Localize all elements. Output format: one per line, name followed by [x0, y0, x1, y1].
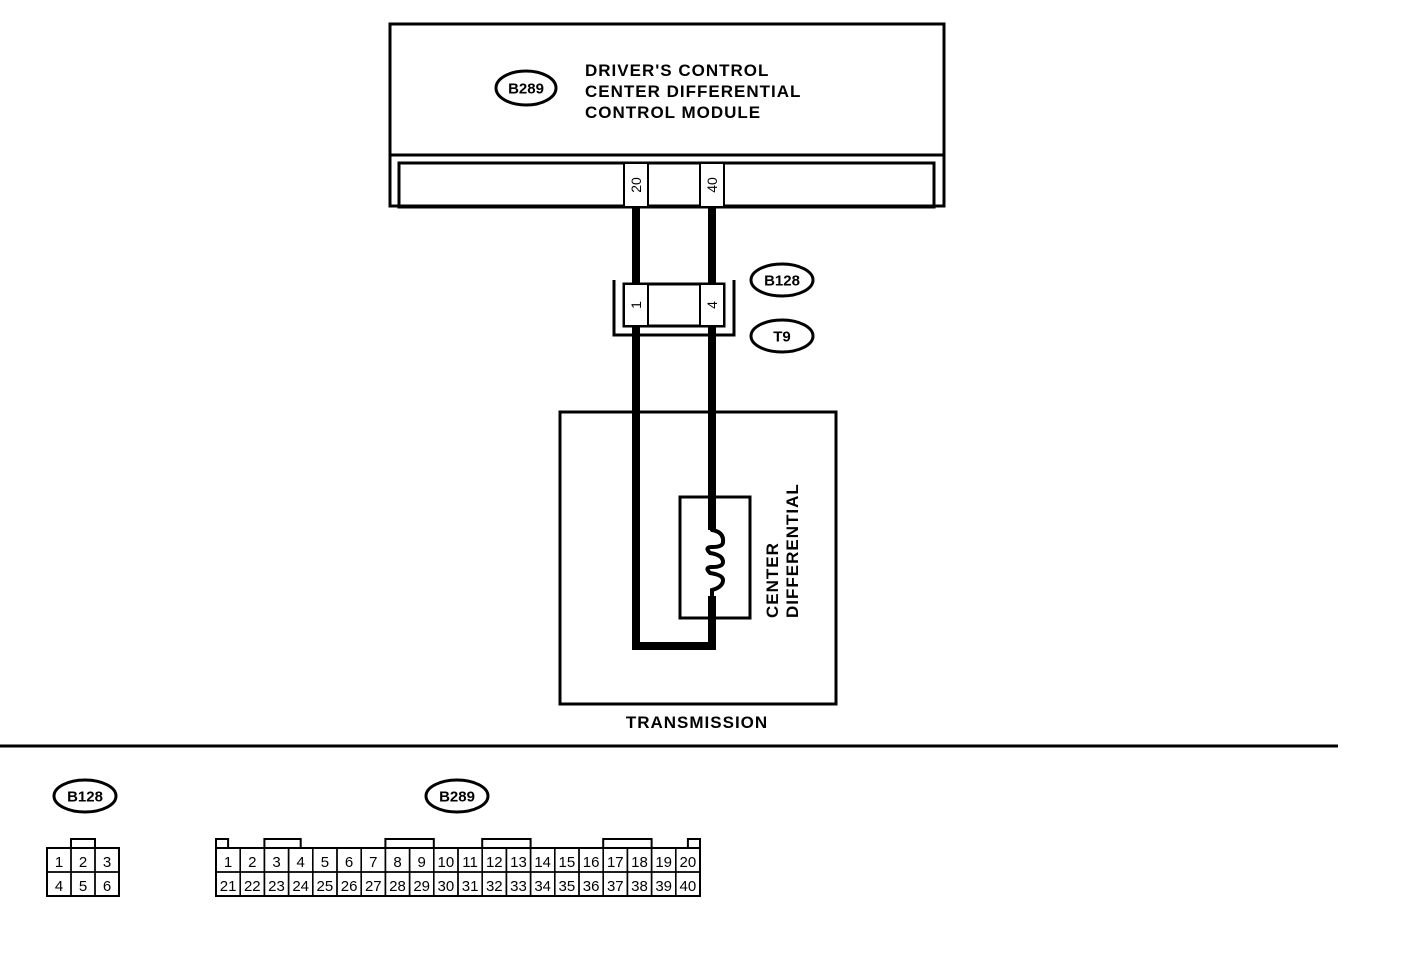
transmission-box: [558, 410, 838, 706]
legend-b289-pin-number: 32: [486, 878, 503, 895]
legend-b128-badge: B128: [52, 778, 118, 814]
component-label-line-1: CENTER: [763, 542, 782, 618]
wires: [632, 207, 716, 650]
component-label-line-2: DIFFERENTIAL: [783, 483, 802, 618]
module-pin-20-label: 20: [628, 177, 644, 193]
legend-b289-pin-number: 15: [559, 854, 576, 871]
legend-b128-key-tab: [70, 838, 96, 849]
legend-b289-pin-number: 33: [510, 878, 527, 895]
legend-b289-pin-number: 19: [655, 854, 672, 871]
legend-b289-pin-number: 40: [680, 878, 697, 895]
legend-b289-pin-number: 2: [248, 854, 256, 871]
legend-b128-pin-number: 2: [79, 854, 87, 871]
solenoid-coil-icon: [705, 528, 726, 598]
legend-b289-pin-number: 6: [345, 854, 353, 871]
legend-b289-pin-number: 9: [418, 854, 426, 871]
legend-b289-key-tab: [263, 838, 302, 849]
connector-pin-1-label: 1: [628, 301, 644, 309]
connector-badge-b128: B128: [749, 262, 815, 298]
module-title-line-2: CENTER DIFFERENTIAL: [585, 82, 801, 101]
connector-badge-b128-label: B128: [764, 273, 800, 290]
legend-b289-pin-number: 37: [607, 878, 624, 895]
legend-b289-pin-number: 22: [244, 878, 261, 895]
legend-b289-pin-number: 20: [680, 854, 697, 871]
legend-b289-key-tab: [602, 838, 653, 849]
legend-b289-pin-number: 38: [631, 878, 648, 895]
legend-b289-pin-number: 29: [413, 878, 430, 895]
legend-b289-pin-number: 34: [534, 878, 551, 895]
module-pin-40: 40: [699, 162, 725, 208]
legend-b128-pin-number: 1: [55, 854, 63, 871]
legend-b289-pin-number: 36: [583, 878, 600, 895]
legend-b289-cell: [675, 871, 701, 897]
connector-bracket: [612, 280, 736, 337]
legend-b289-pin-number: 23: [268, 878, 285, 895]
legend-b128-pin-number: 4: [55, 878, 63, 895]
legend-b289-pin-number: 1: [224, 854, 232, 871]
legend-b289-key-tab: [481, 838, 532, 849]
module-title-line-3: CONTROL MODULE: [585, 103, 761, 122]
control-module-pin-strip: [397, 161, 936, 209]
legend-b289-pin-number: 21: [220, 878, 237, 895]
module-pin-20: 20: [623, 162, 649, 208]
legend-b289-pin-number: 4: [297, 854, 305, 871]
legend-b289-pin-number: 17: [607, 854, 624, 871]
module-badge-b289-label: B289: [508, 81, 544, 98]
legend-b289-pin-number: 27: [365, 878, 382, 895]
connector-b128-t9: 1 4 B128 T9: [612, 262, 815, 354]
legend-b289-pin-number: 28: [389, 878, 406, 895]
legend-b289-pin-number: 7: [369, 854, 377, 871]
legend-b289-pin-number: 13: [510, 854, 527, 871]
legend-b289-pin-number: 16: [583, 854, 600, 871]
connector-badge-t9-label: T9: [773, 329, 791, 346]
legend-b289-pin-number: 35: [559, 878, 576, 895]
legend-b128-pin-number: 6: [103, 878, 111, 895]
legend-b289-pin-number: 5: [321, 854, 329, 871]
connector-badge-t9: T9: [749, 318, 815, 354]
transmission: TRANSMISSION: [558, 410, 838, 732]
legend-b128-pin-number: 3: [103, 854, 111, 871]
legend-b289-pin-number: 10: [438, 854, 455, 871]
center-differential-solenoid: CENTER DIFFERENTIAL: [678, 483, 802, 620]
legend-b289-pin-number: 11: [462, 854, 478, 871]
legend-b128-badge-label: B128: [67, 789, 103, 806]
legend-b289-pin-number: 12: [486, 854, 503, 871]
legend-b289-pin-number: 8: [393, 854, 401, 871]
legend-b289-pin-number: 3: [272, 854, 280, 871]
module-pin-40-label: 40: [704, 177, 720, 193]
legend-b289-pin-number: 26: [341, 878, 358, 895]
legend-b289-key-tab: [215, 838, 230, 849]
legend-b289-pin-number: 18: [631, 854, 648, 871]
legend-b289-key-tab: [686, 838, 702, 849]
module-title-line-1: DRIVER'S CONTROL: [585, 61, 769, 80]
module-badge-b289: B289: [494, 69, 558, 107]
legend-b289-pin-number: 30: [438, 878, 455, 895]
legend-b289-pin-number: 24: [292, 878, 309, 895]
legend-b128-cell: [94, 871, 120, 897]
control-module: B289 DRIVER'S CONTROL CENTER DIFFERENTIA…: [388, 22, 946, 209]
connector-pin-1: 1: [623, 283, 649, 327]
legend-b289-badge: B289: [424, 778, 490, 814]
legend-b128-pin-number: 5: [79, 878, 87, 895]
legend-b289-badge-label: B289: [439, 789, 475, 806]
legend-b289-pin-number: 31: [462, 878, 479, 895]
legend-b289-key-tab: [384, 838, 435, 849]
transmission-label: TRANSMISSION: [626, 713, 768, 732]
wire-pin20: [632, 207, 716, 650]
legend-b289-pin-number: 25: [317, 878, 334, 895]
connector-pin-4-label: 4: [704, 301, 720, 309]
solenoid-box: [678, 495, 752, 620]
legend-b289-pin-number: 14: [534, 854, 551, 871]
connector-pin-4: 4: [699, 283, 725, 327]
legend-b289-pin-number: 39: [655, 878, 672, 895]
